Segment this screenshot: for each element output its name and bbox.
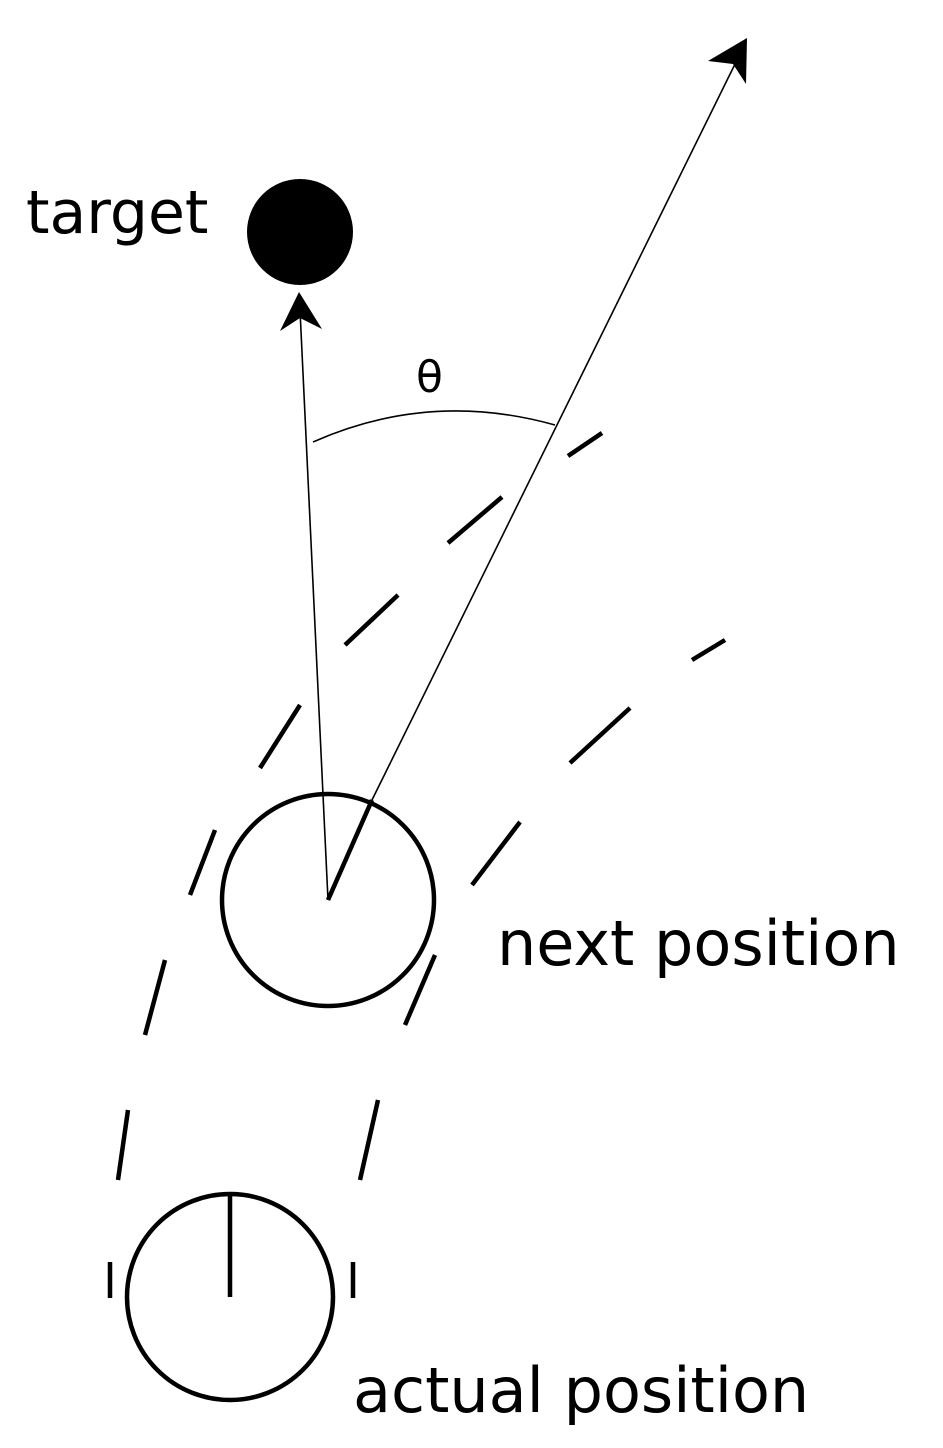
actual-position-robot <box>124 1191 336 1403</box>
next-position-label: next position <box>497 907 900 980</box>
target-dot <box>247 179 353 285</box>
angle-arc <box>312 410 556 443</box>
heading-direction-arrow <box>371 38 747 801</box>
trajectory-boundary-right <box>350 638 727 1298</box>
actual-position-label: actual position <box>353 1354 809 1427</box>
angle-label: θ <box>416 352 443 403</box>
target-label: target <box>26 178 208 248</box>
trajectory-boundary-left <box>107 431 604 1298</box>
target-direction-arrow <box>280 292 329 901</box>
next-position-robot <box>219 791 437 1009</box>
